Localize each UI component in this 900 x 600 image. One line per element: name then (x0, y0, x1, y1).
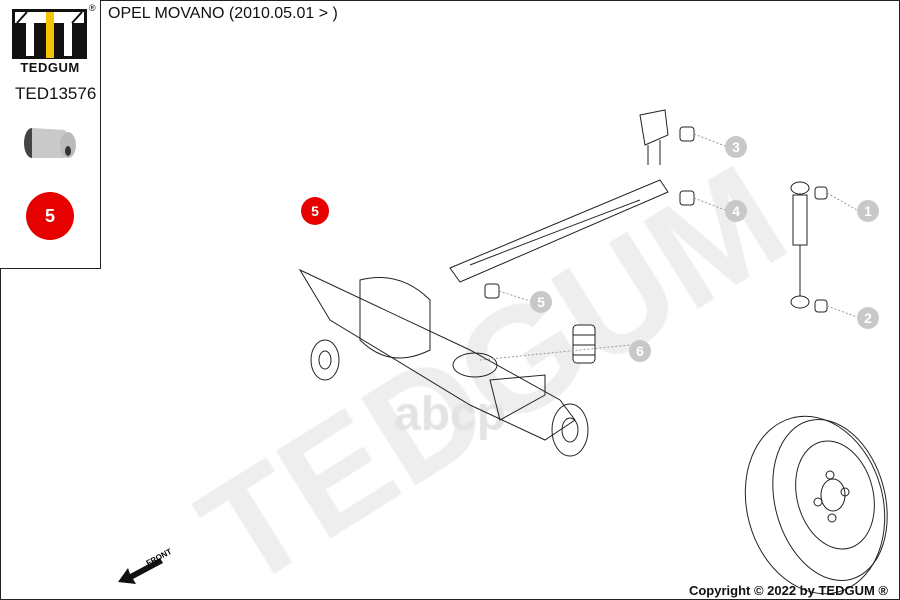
copyright-notice: Copyright © 2022 by TEDGUM ® (688, 583, 888, 598)
brand-name: TEDGUM (20, 60, 80, 75)
axle-drawing (298, 268, 589, 457)
bushing-product-image (24, 128, 76, 158)
wheel-drawing (744, 415, 888, 595)
position-badge: 5 (26, 192, 74, 240)
part-info-panel: ® TEDGUM TED13576 5 (0, 0, 101, 269)
leader-lines (479, 133, 858, 361)
registered-mark: ® (89, 3, 96, 13)
callout-4: 4 (725, 200, 747, 222)
tedgum-logo (12, 9, 87, 59)
leaf-spring (449, 109, 669, 283)
bushings (484, 126, 828, 313)
callout-1: 1 (857, 200, 879, 222)
callout-3: 3 (725, 136, 747, 158)
part-number: TED13576 (15, 84, 97, 103)
front-arrow-icon: FRONT (118, 547, 173, 584)
shock-absorber (790, 181, 810, 309)
page-title: OPEL MOVANO (2010.05.01 > ) (108, 5, 338, 22)
callout-5: 5 (530, 291, 552, 313)
callout-6: 6 (629, 340, 651, 362)
bump-stop (572, 324, 596, 364)
diagram-position-badge: 5 (301, 197, 329, 225)
callout-2: 2 (857, 307, 879, 329)
